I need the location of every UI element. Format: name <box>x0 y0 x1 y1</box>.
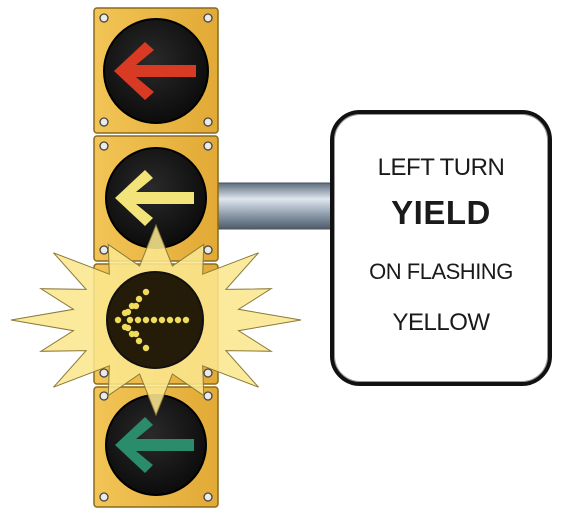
bolt-icon <box>204 369 212 377</box>
bolt-icon <box>100 392 108 400</box>
bolt-icon <box>204 142 212 150</box>
bolt-icon <box>100 369 108 377</box>
left-turn-yield-sign: LEFT TURN YIELD ON FLASHING YELLOW <box>330 110 552 386</box>
mast-arm <box>216 183 334 229</box>
bolt-icon <box>204 392 212 400</box>
red-arrow-light <box>104 19 208 123</box>
sign-line-4: YELLOW <box>334 309 548 337</box>
sign-line-1: LEFT TURN <box>334 154 548 182</box>
bolt-icon <box>204 118 212 126</box>
bolt-icon <box>100 142 108 150</box>
flashing-yellow-arrow-light <box>107 272 203 368</box>
bolt-icon <box>100 493 108 501</box>
bolt-icon <box>204 493 212 501</box>
bolt-icon <box>204 246 212 254</box>
bolt-icon <box>204 14 212 22</box>
bolt-icon <box>100 14 108 22</box>
bolt-icon <box>100 118 108 126</box>
bolt-icon <box>100 246 108 254</box>
sign-line-3: ON FLASHING <box>334 259 548 285</box>
sign-line-2: YIELD <box>334 194 548 232</box>
